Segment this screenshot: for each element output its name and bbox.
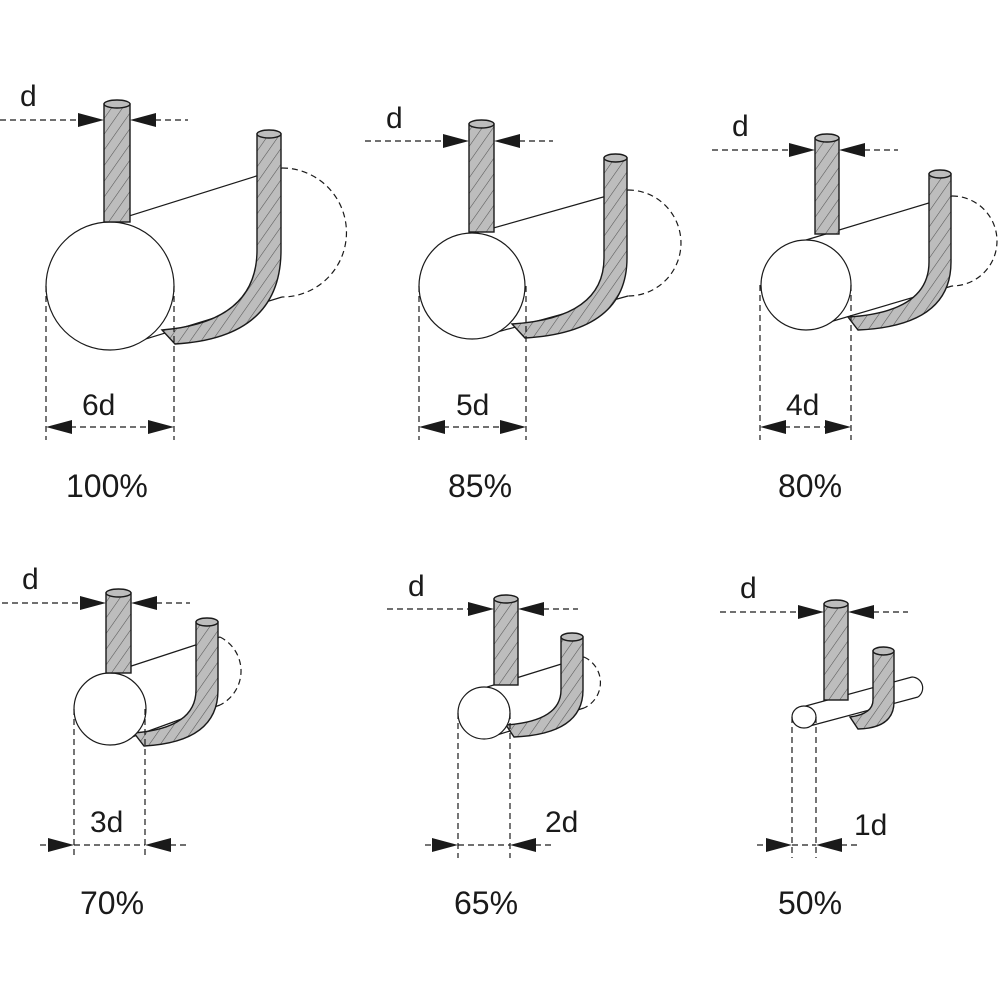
diam-arrow-left: [48, 838, 74, 852]
diam-arrow-left: [760, 420, 786, 434]
panel-5d: d 5d 85%: [365, 102, 682, 504]
straight-bar: [103, 103, 131, 223]
hooked-bar: [132, 621, 219, 747]
diameter-label: 6d: [82, 389, 115, 422]
diam-arrow-right: [500, 420, 526, 434]
d-label: d: [386, 102, 403, 135]
d-label: d: [22, 563, 39, 596]
mandrel-bottom-edge: [805, 696, 919, 728]
straight-bar-end: [103, 99, 131, 109]
d-arrow-right: [848, 605, 874, 619]
mandrel-top-edge: [109, 167, 283, 223]
mandrel-back-arc: [281, 167, 348, 298]
hooked-bar: [504, 636, 584, 738]
straight-bar-end: [493, 594, 519, 604]
d-arrow-right: [839, 143, 865, 157]
strength-label: 80%: [778, 468, 842, 504]
diameter-label: 2d: [545, 806, 578, 839]
mandrel-back-arc: [627, 189, 682, 297]
d-arrow-left: [80, 596, 106, 610]
strength-label: 50%: [778, 885, 842, 921]
straight-bar-end: [105, 588, 132, 598]
diam-arrow-right: [148, 420, 174, 434]
diam-arrow-right: [816, 838, 842, 852]
diam-arrow-left: [766, 838, 792, 852]
mandrel-back-arc: [911, 676, 924, 698]
strength-label: 65%: [454, 885, 518, 921]
hooked-bar: [846, 173, 952, 331]
mandrel-back-arc: [583, 656, 601, 709]
d-arrow-left: [468, 602, 494, 616]
d-label: d: [732, 110, 749, 143]
diam-arrow-left: [432, 838, 458, 852]
hooked-bar-end: [872, 646, 895, 656]
diameter-label: 5d: [456, 389, 489, 422]
mandrel-back-arc: [219, 636, 242, 706]
mandrel-front-circle: [418, 232, 526, 340]
strength-label: 85%: [448, 468, 512, 504]
strength-label: 70%: [80, 885, 144, 921]
mandrel-front-circle: [457, 686, 511, 740]
strength-label: 100%: [66, 468, 148, 504]
hooked-bar: [160, 133, 282, 345]
straight-bar: [105, 592, 132, 674]
diam-arrow-left: [46, 420, 72, 434]
mandrel-front-circle: [73, 672, 147, 746]
mandrel-back-arc: [951, 195, 998, 287]
d-arrow-left: [78, 113, 104, 127]
diam-arrow-right: [145, 838, 171, 852]
panel-2d: d 2d 65%: [387, 570, 601, 921]
straight-bar-end: [814, 133, 840, 143]
hooked-bar: [848, 650, 895, 730]
mandrel-top-edge: [471, 189, 629, 235]
straight-bar-end: [468, 119, 495, 129]
panel-3d: d 3d 70%: [2, 563, 242, 921]
d-arrow-left: [789, 143, 815, 157]
hooked-bar-end: [928, 169, 952, 179]
hooked-bar: [510, 157, 628, 339]
hooked-bar-end: [195, 617, 219, 627]
d-arrow-left: [798, 605, 824, 619]
straight-bar: [823, 603, 849, 701]
diameter-label: 4d: [786, 389, 819, 422]
d-arrow-right: [130, 113, 156, 127]
d-label: d: [740, 572, 757, 605]
hooked-bar-end: [603, 153, 628, 163]
hooked-bar-end: [256, 129, 282, 139]
diam-arrow-right: [510, 838, 536, 852]
d-arrow-right: [131, 596, 157, 610]
panel-1d: d 1d 50%: [720, 572, 924, 921]
mandrel-front-circle: [45, 221, 175, 351]
d-label: d: [408, 570, 425, 603]
hooked-bar-end: [560, 632, 584, 642]
d-arrow-right: [518, 602, 544, 616]
mandrel-front-circle: [760, 239, 852, 331]
straight-bar-end: [823, 599, 849, 609]
d-arrow-right: [494, 134, 520, 148]
diam-arrow-right: [825, 420, 851, 434]
straight-bar: [468, 123, 495, 233]
diameter-label: 1d: [854, 809, 887, 842]
straight-bar: [814, 137, 840, 235]
diam-arrow-left: [419, 420, 445, 434]
panel-4d: d 4d 80%: [712, 110, 998, 504]
d-label: d: [20, 80, 37, 113]
mandrel-front-circle: [791, 705, 817, 729]
straight-bar: [493, 598, 519, 686]
d-arrow-left: [443, 134, 469, 148]
panel-6d: d 6d 100%: [0, 80, 348, 504]
diameter-label: 3d: [90, 806, 123, 839]
